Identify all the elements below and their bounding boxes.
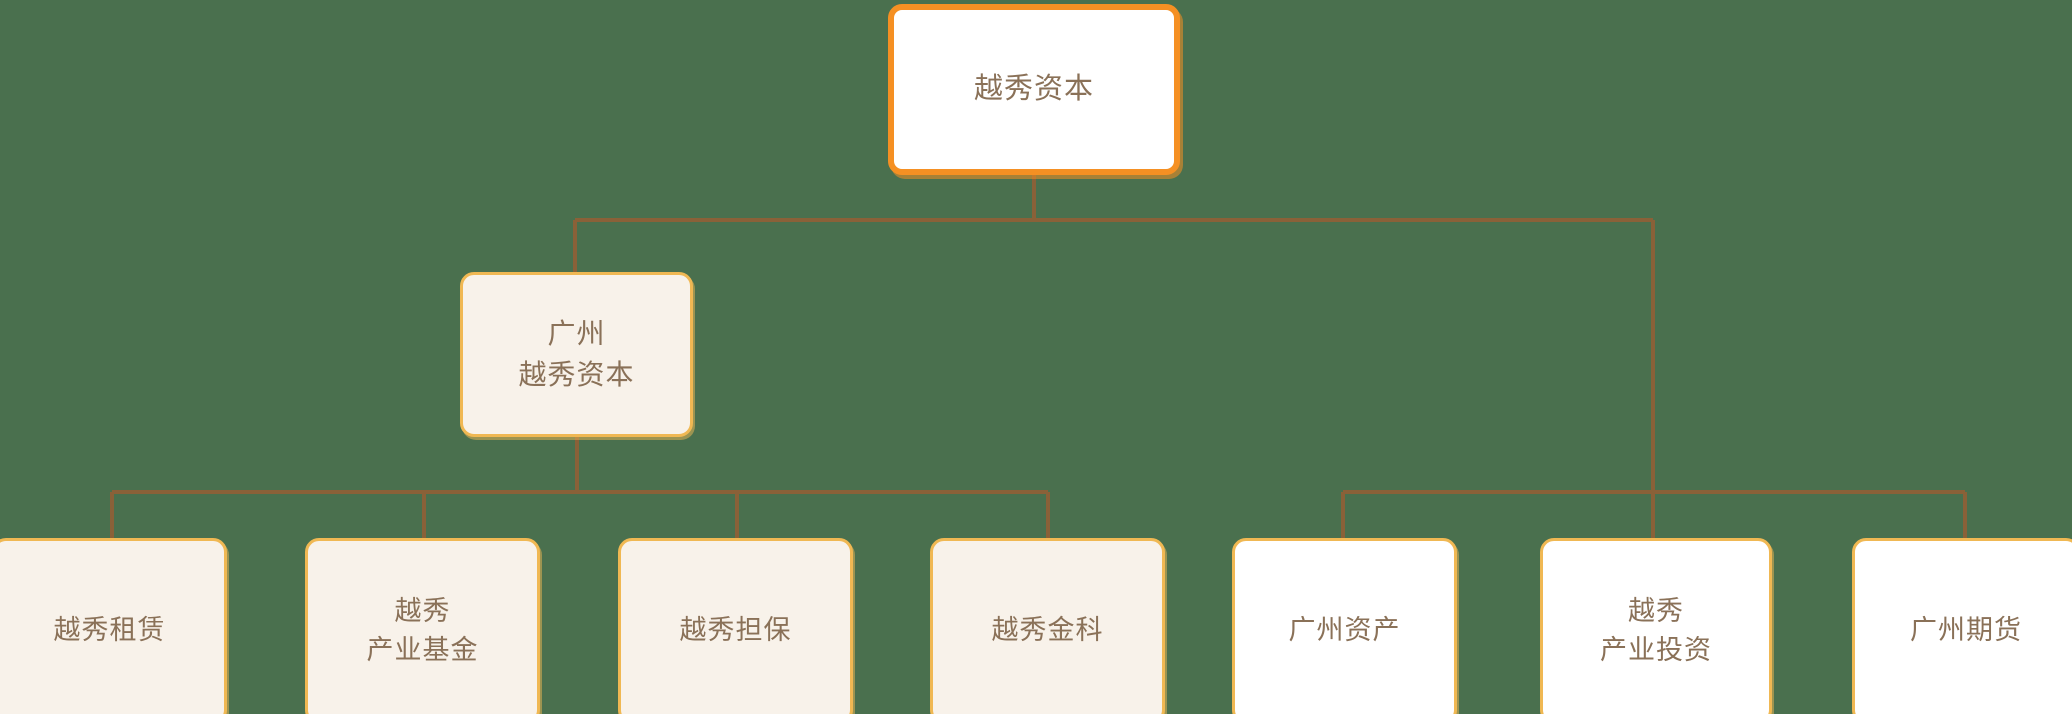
org-node-leaf-4[interactable]: 广州资产 (1232, 538, 1457, 714)
org-node-level2[interactable]: 广州 越秀资本 (460, 272, 693, 437)
org-node-root-label: 越秀资本 (973, 73, 1094, 106)
org-node-root[interactable]: 越秀资本 (888, 4, 1180, 175)
org-node-leaf-5-label: 越秀 产业投资 (1600, 595, 1712, 665)
org-node-leaf-5[interactable]: 越秀 产业投资 (1540, 538, 1772, 714)
org-node-leaf-6[interactable]: 广州期货 (1852, 538, 2072, 714)
org-node-leaf-1[interactable]: 越秀 产业基金 (305, 538, 540, 714)
org-node-leaf-0[interactable]: 越秀租赁 (0, 538, 227, 714)
org-node-leaf-4-label: 广州资产 (1288, 615, 1401, 646)
org-node-leaf-2-label: 越秀担保 (679, 615, 792, 646)
org-node-leaf-2[interactable]: 越秀担保 (618, 538, 853, 714)
org-node-leaf-3[interactable]: 越秀金科 (930, 538, 1165, 714)
org-node-leaf-3-label: 越秀金科 (991, 615, 1104, 646)
org-node-leaf-1-label: 越秀 产业基金 (366, 595, 479, 665)
org-node-level2-label: 广州 越秀资本 (518, 317, 635, 390)
org-node-leaf-0-label: 越秀租赁 (53, 615, 166, 646)
org-node-leaf-6-label: 广州期货 (1910, 615, 2022, 646)
